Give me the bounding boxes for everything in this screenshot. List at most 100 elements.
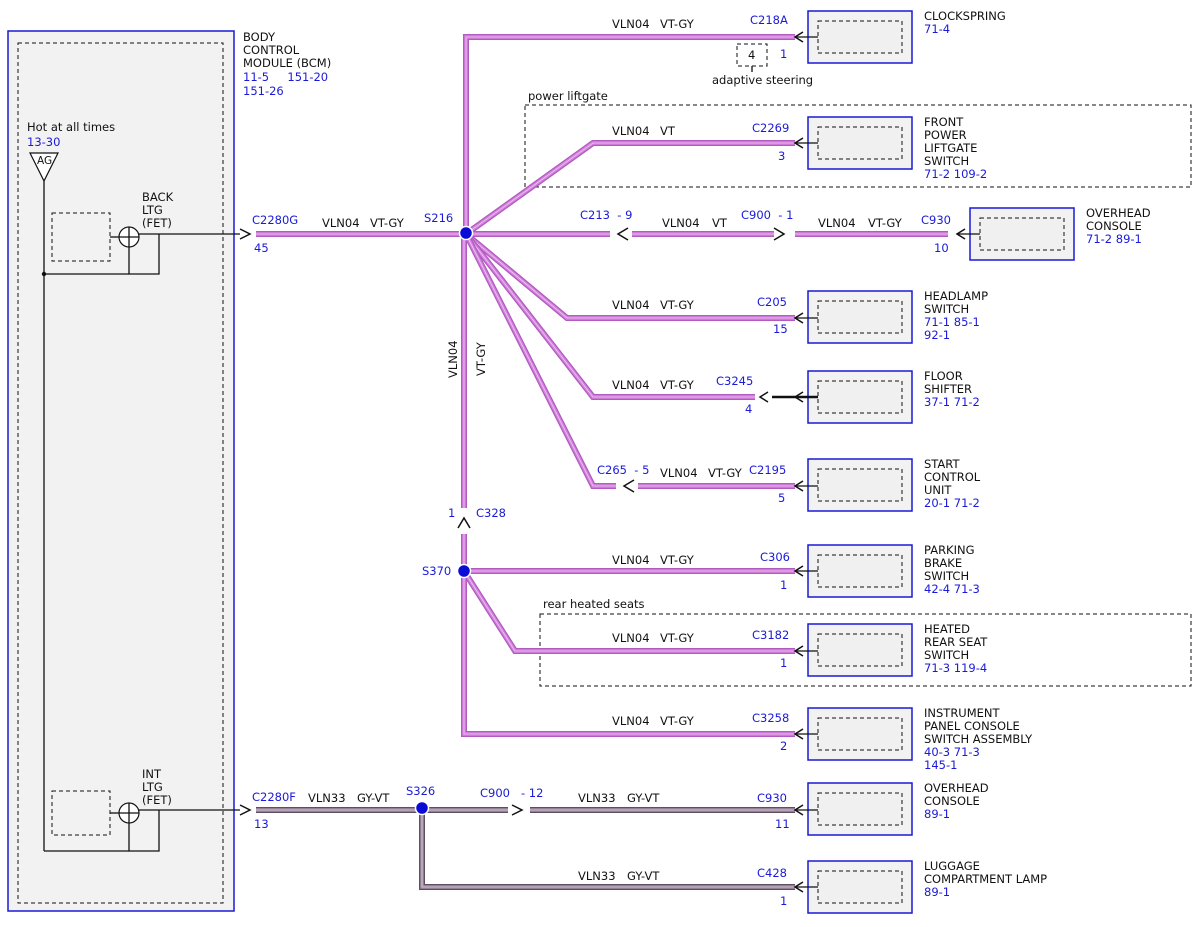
- wire-label-circuit: VLN04: [660, 466, 698, 480]
- wire-to-floor-shifter[interactable]: [463, 232, 755, 400]
- component-name-line: OVERHEAD: [1086, 206, 1151, 220]
- bcm-name-line-2: CONTROL: [243, 43, 300, 57]
- connector-c3182[interactable]: C3182: [752, 628, 789, 642]
- bcm-refs-line-1[interactable]: 11-5 151-20: [243, 70, 328, 84]
- component-ref[interactable]: 42-4 71-3: [924, 582, 980, 596]
- connector-c218a[interactable]: C218A: [750, 13, 788, 27]
- bcm-name-line-3: MODULE (BCM): [243, 56, 331, 70]
- splice-s370-label[interactable]: S370: [422, 564, 451, 578]
- connector-c2269-pin[interactable]: 3: [778, 149, 785, 163]
- wire-to-headlamp-switch[interactable]: [464, 231, 795, 321]
- splice-s370[interactable]: [456, 563, 472, 579]
- connector-c3245[interactable]: C3245: [716, 374, 753, 388]
- connector-c428-pin[interactable]: 1: [780, 894, 787, 908]
- connector-c2280g-pin[interactable]: 45: [254, 241, 269, 255]
- fuse-triangle-icon: [29, 152, 59, 183]
- component-ref[interactable]: 71-3 119-4: [924, 661, 987, 675]
- component-name-line: REAR SEAT: [924, 635, 988, 649]
- connector-c3182-pin[interactable]: 1: [780, 656, 787, 670]
- component-name-line: FLOOR: [924, 369, 963, 383]
- connector-c205-pin[interactable]: 15: [773, 322, 788, 336]
- component-name-line: OVERHEAD: [924, 781, 989, 795]
- connector-c306-pin[interactable]: 1: [780, 578, 787, 592]
- connector-c328[interactable]: C328: [476, 506, 506, 520]
- component-ref[interactable]: 20-1 71-2: [924, 496, 980, 510]
- component-ref[interactable]: 145-1: [924, 758, 957, 772]
- wire-label-color: GY-VT: [357, 791, 390, 805]
- splice-s216[interactable]: [458, 225, 474, 241]
- wire-to-clockspring[interactable]: [463, 34, 795, 234]
- wire-harness: [256, 34, 948, 890]
- connector-c930b-pin[interactable]: 11: [775, 817, 790, 831]
- connector-c2195[interactable]: C2195: [749, 463, 786, 477]
- c213-arrow-icon: [616, 227, 629, 241]
- wire-to-ip-console[interactable]: [461, 571, 795, 737]
- component-name-line: CONSOLE: [924, 794, 980, 808]
- bcm-refs-line-2[interactable]: 151-26: [243, 84, 284, 98]
- wire-label-color: VT-GY: [370, 216, 405, 230]
- splice-s326[interactable]: [414, 800, 430, 816]
- component-ref[interactable]: 37-1 71-2: [924, 395, 980, 409]
- component-ref[interactable]: 71-1 85-1: [924, 315, 980, 329]
- connector-c2280f-pin[interactable]: 13: [254, 817, 269, 831]
- component-ref[interactable]: 71-2 109-2: [924, 167, 987, 181]
- component-ref[interactable]: 89-1: [924, 807, 950, 821]
- connector-c3245-pin[interactable]: 4: [745, 402, 752, 416]
- component-ref[interactable]: 92-1: [924, 328, 950, 342]
- connector-c306[interactable]: C306: [760, 550, 790, 564]
- wire-label-circuit: VLN04: [818, 216, 856, 230]
- connector-c2280f[interactable]: C2280F: [252, 790, 296, 804]
- int-ltg-line-2: LTG: [142, 780, 163, 794]
- wire-to-heated-rear-seat[interactable]: [461, 569, 795, 654]
- connector-c3258[interactable]: C3258: [752, 711, 789, 725]
- component-ref[interactable]: 89-1: [924, 885, 950, 899]
- component-ref[interactable]: 71-4: [924, 22, 950, 36]
- hot-at-all-times-label: Hot at all times: [27, 120, 115, 134]
- connector-c2280g[interactable]: C2280G: [252, 213, 298, 227]
- connector-c428[interactable]: C428: [757, 866, 787, 880]
- component-name-line: INSTRUMENT: [924, 706, 1001, 720]
- connector-c265[interactable]: C265 - 5: [597, 463, 649, 477]
- connector-c900-12[interactable]: C900 - 12: [480, 786, 543, 800]
- component-name-line: SWITCH: [924, 302, 969, 316]
- connector-c205[interactable]: C205: [757, 295, 787, 309]
- connector-c930b[interactable]: C930: [757, 791, 787, 805]
- component-name-line: COMPARTMENT LAMP: [924, 872, 1047, 886]
- wire-to-liftgate-switch[interactable]: [464, 140, 795, 237]
- connector-c213[interactable]: C213 - 9: [580, 208, 632, 222]
- connector-c3258-pin[interactable]: 2: [780, 739, 787, 753]
- component-name-line: CLOCKSPRING: [924, 9, 1006, 23]
- wire-label-color: VT-GY: [660, 378, 695, 392]
- back-ltg-fet-block: [51, 212, 111, 262]
- adaptive-steering-label: adaptive steering: [712, 73, 813, 87]
- connector-c218a-pin[interactable]: 1: [780, 47, 787, 61]
- wire-to-c265[interactable]: [463, 232, 616, 489]
- connector-arrow-icon: [793, 312, 804, 324]
- connector-c930a[interactable]: C930: [921, 213, 951, 227]
- connector-c930a-pin[interactable]: 10: [934, 241, 949, 255]
- connector-c2195-pin[interactable]: 5: [778, 491, 785, 505]
- connector-c2269[interactable]: C2269: [752, 121, 789, 135]
- connector-c900-1[interactable]: C900 - 1: [741, 208, 793, 222]
- adaptive-steering-pin: 4: [748, 48, 755, 62]
- wire-to-luggage-lamp[interactable]: [419, 810, 795, 890]
- component-ref[interactable]: 40-3 71-3: [924, 745, 980, 759]
- component-ref[interactable]: 71-2 89-1: [1086, 232, 1142, 246]
- splice-s326-label[interactable]: S326: [406, 784, 435, 798]
- splice-s216-label[interactable]: S216: [424, 211, 453, 225]
- connector-c328-pin[interactable]: 1: [448, 506, 455, 520]
- component-name-line: PARKING: [924, 543, 975, 557]
- hot-at-all-times-ref[interactable]: 13-30: [27, 135, 60, 149]
